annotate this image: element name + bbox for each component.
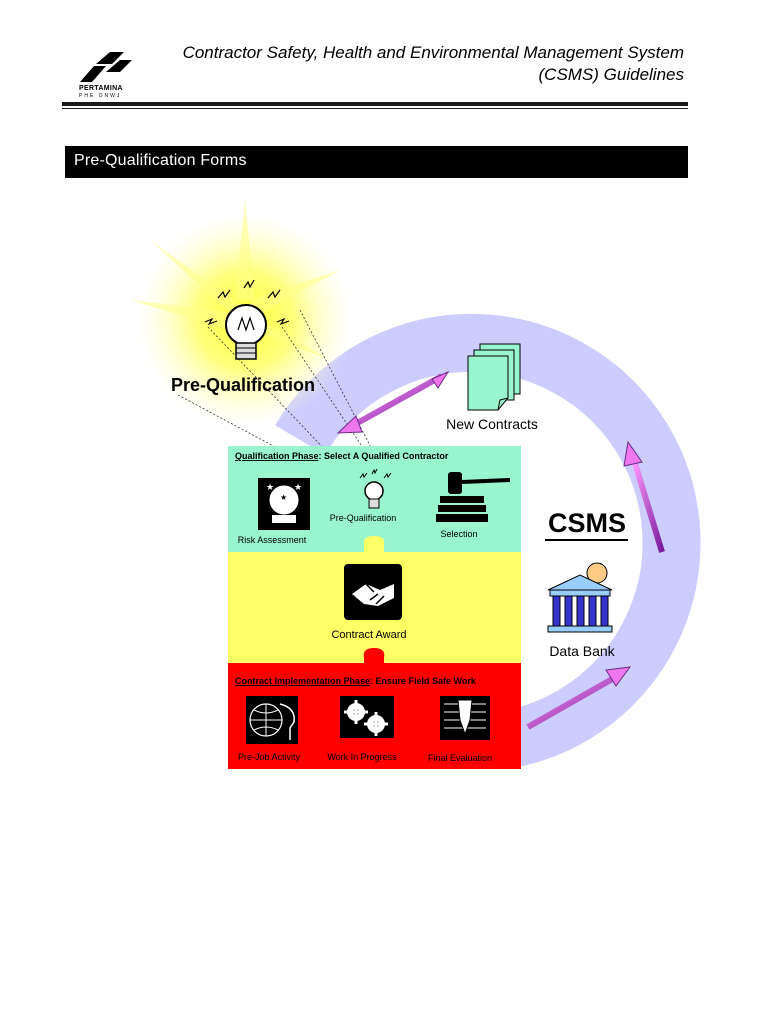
implementation-phase-heading-rest: : Ensure Field Safe Work: [370, 676, 477, 686]
header-rule-thin: [62, 108, 688, 109]
arrow-to-new-contracts: [623, 440, 665, 553]
gears-icon: [340, 696, 394, 738]
section-title: Pre-Qualification Forms: [74, 152, 247, 169]
risk-assessment-label: Risk Assessment: [238, 535, 307, 545]
implementation-phase-heading-bold: Contract Implementation Phase: [235, 676, 370, 686]
data-bank-icon: [547, 562, 613, 633]
crystal-ball-icon: ★ ★ ★: [258, 478, 310, 530]
documents-icon: [467, 343, 521, 411]
section-header-bar: Pre-Qualification Forms: [65, 146, 688, 178]
implementation-phase-heading: Contract Implementation Phase: Ensure Fi…: [235, 676, 477, 686]
arrow-to-data-bank: [526, 666, 632, 730]
puzzle-connector-bottom: [363, 648, 385, 663]
document-title-line1: Contractor Safety, Health and Environmen…: [182, 43, 684, 62]
prequalification-title: Pre-Qualification: [171, 375, 315, 395]
qualification-phase-heading: Qualification Phase: Select A Qualified …: [235, 451, 449, 461]
glow-rays: [130, 200, 340, 360]
handshake-icon: [344, 564, 402, 620]
logo-subtitle: PHE ONWJ: [79, 93, 122, 99]
pre-job-activity-label: Pre-Job Activity: [238, 752, 301, 762]
csms-label: CSMS: [548, 508, 626, 538]
selection-label: Selection: [440, 529, 477, 539]
work-in-progress-label: Work In Progress: [327, 752, 397, 762]
final-evaluation-label: Final Evaluation: [428, 753, 492, 763]
header-rule-thick: [62, 102, 688, 106]
gavel-icon: [436, 472, 511, 522]
qualification-phase-heading-bold: Qualification Phase: [235, 451, 319, 461]
svg-text:★: ★: [280, 493, 287, 502]
small-prequalification-label: Pre-Qualification: [330, 513, 397, 523]
puzzle-connector-top: [363, 536, 385, 552]
document-title: Contractor Safety, Health and Environmen…: [183, 42, 684, 86]
document-title-line2: (CSMS) Guidelines: [538, 65, 685, 84]
data-bank-label: Data Bank: [549, 643, 615, 659]
qualification-phase-heading-rest: : Select A Qualified Contractor: [319, 451, 449, 461]
svg-text:★: ★: [294, 482, 302, 492]
pertamina-logo: [80, 52, 132, 82]
contract-award-label: Contract Award: [331, 629, 406, 641]
svg-text:★: ★: [266, 482, 274, 492]
arrow-to-prequalification: [336, 370, 450, 434]
logo-name: PERTAMINA: [79, 85, 123, 92]
lightbulb-icon: [204, 279, 290, 360]
pen-nib-icon: [440, 696, 490, 740]
small-lightbulb-icon: [359, 468, 392, 509]
head-globe-icon: [246, 696, 298, 744]
new-contracts-label: New Contracts: [446, 416, 538, 432]
